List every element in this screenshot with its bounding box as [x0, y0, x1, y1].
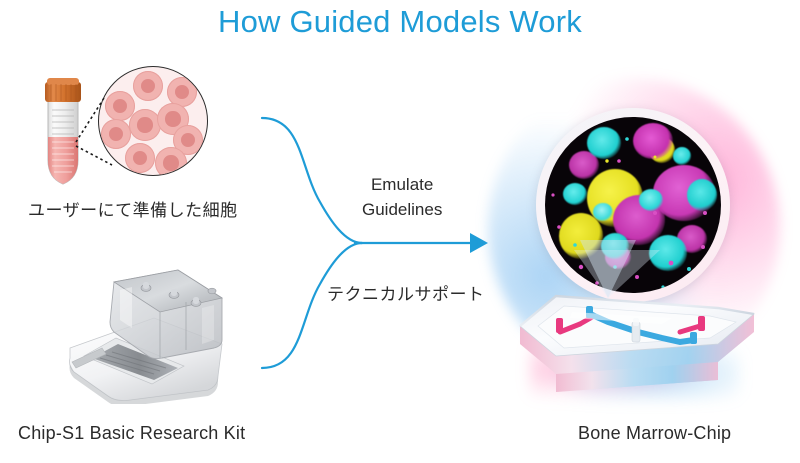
- chip-label: Bone Marrow-Chip: [578, 423, 732, 443]
- cell: [101, 119, 131, 149]
- arrow-head-icon: [470, 233, 488, 253]
- cell: [133, 71, 163, 101]
- fluorescent-blob-cyan: [563, 183, 587, 205]
- chip-s1-basic-research-kit: [62, 262, 230, 407]
- emulate-line-1: Emulate: [370, 175, 434, 194]
- fluorescent-blob-yellow: [559, 213, 603, 259]
- bone-marrow-organ-chip: [512, 288, 762, 408]
- fluorescent-blob-cyan: [639, 189, 663, 211]
- kit-label: Chip-S1 Basic Research Kit: [18, 423, 246, 443]
- cell: [105, 91, 135, 121]
- technical-support-label: テクニカルサポート: [327, 285, 485, 305]
- cells-label: ユーザーにて準備した細胞: [28, 201, 238, 221]
- emulate-guidelines-label: Emulate Guidelines: [362, 172, 442, 222]
- fluorescent-blob-cyan: [601, 233, 629, 259]
- fluorescent-blob-cyan: [687, 179, 717, 211]
- fluorescent-blob-cyan: [587, 127, 621, 159]
- cell: [155, 147, 187, 175]
- cell: [125, 143, 155, 173]
- fluorescence-microscopy-circle: [545, 117, 721, 293]
- magnified-cell-circle: [98, 66, 208, 176]
- fluorescent-blob-magenta: [633, 123, 673, 159]
- fluorescent-blob-cyan: [593, 203, 613, 221]
- cell: [167, 77, 197, 107]
- emulate-line-2: Guidelines: [362, 200, 443, 219]
- centrifuge-tube: [36, 74, 90, 186]
- cell: [129, 109, 161, 141]
- page-title: How Guided Models Work: [218, 4, 582, 39]
- fluorescent-blob-cyan: [649, 235, 687, 271]
- fluorescent-blob-cyan: [673, 147, 691, 165]
